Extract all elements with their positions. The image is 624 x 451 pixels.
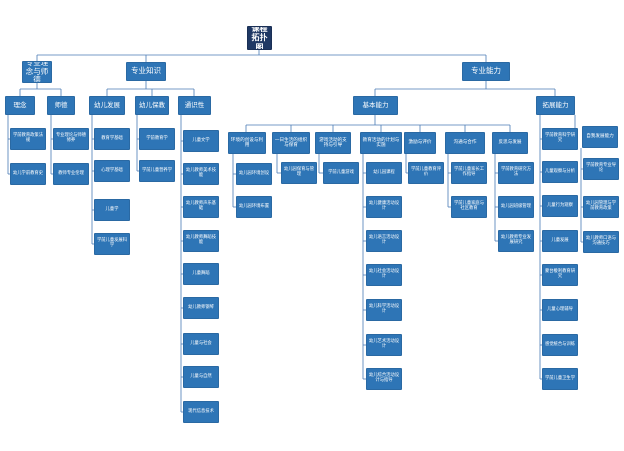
level2-node: 通识性 xyxy=(178,96,211,115)
level3-node: 环境的创设与利用 xyxy=(228,132,266,154)
leaf-node: 儿童行为观察 xyxy=(542,195,578,217)
level3-node: 沟通与合作 xyxy=(445,132,485,154)
leaf-node: 教育学基础 xyxy=(94,128,130,150)
leaf-node: 儿童与社会 xyxy=(183,333,219,355)
leaf-node: 儿童发展 xyxy=(542,230,578,252)
level1-node: 专业能力 xyxy=(462,62,510,81)
leaf-node: 学前儿童卫生学 xyxy=(542,368,578,390)
leaf-node: 学前教育学 xyxy=(139,128,175,150)
level3-node: 自我发展能力 xyxy=(582,126,618,148)
level1-node: 专业知识 xyxy=(126,62,166,81)
level2-node: 理念 xyxy=(5,96,35,115)
leaf-node: 现代信息技术 xyxy=(183,401,219,423)
level2-node: 幼儿发展 xyxy=(89,96,125,115)
leaf-node: 幼儿教师口语与沟通技巧 xyxy=(583,231,619,253)
leaf-node: 感觉统合与训练 xyxy=(542,334,578,356)
leaf-node: 蒙台梭利教育研究 xyxy=(542,264,578,286)
leaf-node: 幼儿语言活动设计 xyxy=(366,230,402,252)
level1-node: 专业理念与师德 xyxy=(22,61,52,83)
level2-node: 师德 xyxy=(47,96,75,115)
leaf-node: 教师专业伦理 xyxy=(53,163,89,185)
level3-node: 一日生活的组织与保育 xyxy=(272,132,310,154)
level3-node: 反思与发展 xyxy=(492,132,528,154)
level2-node: 拓展能力 xyxy=(536,96,575,115)
leaf-node: 幼儿教师声乐基础 xyxy=(183,196,219,218)
leaf-node: 学前儿童教育评价 xyxy=(408,162,444,184)
leaf-node: 学前教育科学研究 xyxy=(542,128,578,150)
leaf-node: 儿童舞蹈 xyxy=(183,263,219,285)
leaf-node: 学前教育政策法规 xyxy=(10,128,46,150)
leaf-node: 专业理论与师德修养 xyxy=(53,128,89,150)
level2-node: 幼儿保教 xyxy=(135,96,169,115)
level2-node: 基本能力 xyxy=(353,96,398,115)
leaf-node: 幼儿园班级管理 xyxy=(498,196,534,218)
leaf-node: 幼儿园管理与学前教育政策 xyxy=(583,196,619,218)
leaf-node: 幼儿园课程 xyxy=(366,162,402,184)
level3-node: 游戏活动的支持与引导 xyxy=(315,132,351,154)
leaf-node: 幼儿科学活动设计 xyxy=(366,299,402,321)
leaf-node: 幼儿教师钢琴 xyxy=(183,297,219,319)
leaf-node: 儿童与自然 xyxy=(183,366,219,388)
leaf-node: 幼儿园保育与管理 xyxy=(281,162,317,184)
level3-node: 教育活动的计划与实施 xyxy=(360,132,402,154)
leaf-node: 儿童心理辅导 xyxy=(542,299,578,321)
leaf-node: 学前儿童发展科学 xyxy=(94,233,130,255)
leaf-node: 儿童观察与分析 xyxy=(542,161,578,183)
leaf-node: 幼儿教师美术技能 xyxy=(183,163,219,185)
leaf-node: 学前儿童营养学 xyxy=(139,160,175,182)
level3-node: 激励与评价 xyxy=(404,132,436,154)
leaf-node: 学前教育专业导论 xyxy=(583,158,619,180)
leaf-node: 学前儿童游戏 xyxy=(323,162,359,184)
leaf-node: 儿童文学 xyxy=(183,130,219,152)
leaf-node: 学前儿童家长工作指导 xyxy=(451,162,487,184)
leaf-node: 幼儿健康活动设计 xyxy=(366,196,402,218)
leaf-node: 学前儿童家庭与社区教育 xyxy=(451,196,487,218)
leaf-node: 幼儿学前教育史 xyxy=(10,163,46,185)
leaf-node: 幼儿社会活动设计 xyxy=(366,264,402,286)
root-node: 课程拓扑图 xyxy=(247,26,272,50)
leaf-node: 学前教育研究方法 xyxy=(498,162,534,184)
leaf-node: 幼儿园环境布置 xyxy=(236,196,272,218)
leaf-node: 心理学基础 xyxy=(94,160,130,182)
leaf-node: 幼儿教师专业发展研究 xyxy=(498,230,534,252)
leaf-node: 儿童学 xyxy=(94,199,130,221)
leaf-node: 幼儿艺术活动设计 xyxy=(366,334,402,356)
leaf-node: 幼儿综合活动设计与指导 xyxy=(366,368,402,390)
leaf-node: 幼儿园环境创设 xyxy=(236,163,272,185)
leaf-node: 幼儿教师舞蹈技能 xyxy=(183,230,219,252)
